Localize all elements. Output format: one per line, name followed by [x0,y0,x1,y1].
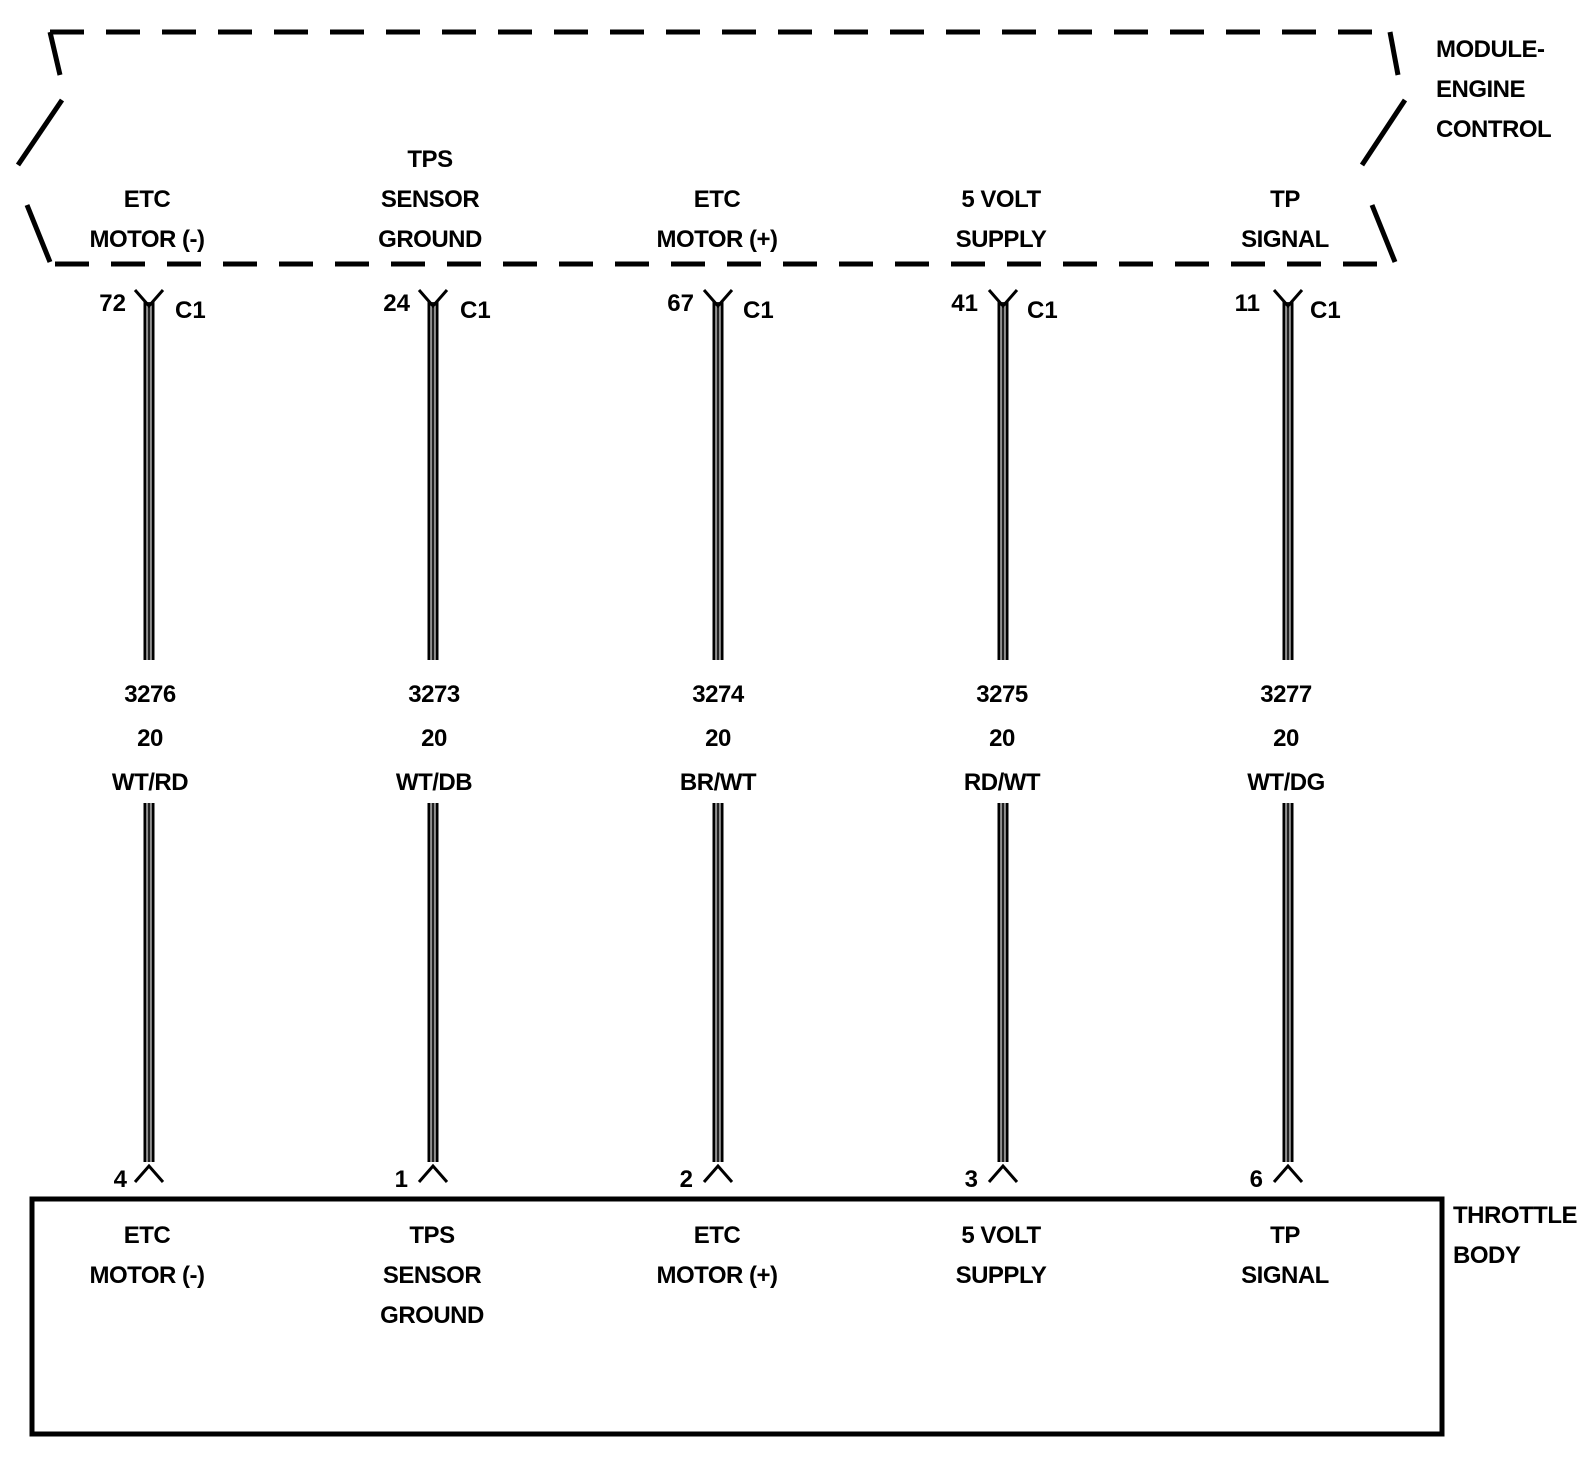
connector-id: C1 [743,297,774,324]
label-line: SIGNAL [1241,1262,1329,1289]
component-pin-label: ETC MOTOR (+) [656,1216,778,1296]
component-pin-number: 3 [964,1166,978,1193]
module-title-line: CONTROL [1436,116,1552,143]
module-pin-number: 41 [951,290,978,317]
module-title-line: ENGINE [1436,76,1526,103]
component-title-line: THROTTLE [1453,1202,1577,1229]
wire-color: WT/DB [395,769,473,796]
module-pin-label: ETC MOTOR (+) [656,180,778,260]
label-line: SENSOR [380,186,480,213]
label-line: MOTOR (+) [656,226,778,253]
module-pin-number: 11 [1234,290,1260,317]
circuit-number: 3275 [976,681,1028,708]
label-line: 5 VOLT [961,186,1041,213]
connector-id: C1 [1310,297,1341,324]
wire-spec: 3275 20 RD/WT [963,673,1041,805]
component-title: THROTTLE BODY [1453,1196,1577,1276]
module-title: MODULE- ENGINE CONTROL [1436,30,1552,150]
label-line: SUPPLY [955,1262,1047,1289]
label-line: MOTOR (+) [656,1262,778,1289]
wire-gauge: 20 [421,725,447,752]
connector-terminal-icon [987,289,1019,309]
wire-gauge: 20 [137,725,163,752]
component-pin-label: TPS SENSOR GROUND [380,1216,484,1336]
label-line: TP [1270,1222,1300,1249]
label-line: MOTOR (-) [89,1262,205,1289]
label-line: ETC [123,186,171,213]
label-line: ETC [693,1222,741,1249]
wire [133,289,165,1183]
label-line: TP [1270,186,1300,213]
connector-terminal-icon [1272,289,1304,309]
module-pin-number: 67 [667,290,694,317]
module-pin-label: TP SIGNAL [1241,180,1329,260]
connector-terminal-icon [702,1163,734,1183]
connector-terminal-icon [987,1163,1019,1183]
label-line: GROUND [380,1302,484,1329]
wire-color: RD/WT [963,769,1041,796]
connector-terminal-icon [133,289,165,309]
throttle-body-box [29,1196,1445,1437]
wire-gauge: 20 [705,725,731,752]
component-pin-label: 5 VOLT SUPPLY [956,1216,1047,1296]
module-outline [15,29,1408,267]
wire-spec: 3277 20 WT/DG [1247,673,1325,805]
module-pin-label: ETC MOTOR (-) [89,180,205,260]
wire-spec: 3276 20 WT/RD [111,673,189,805]
component-pin-label: TP SIGNAL [1241,1216,1329,1296]
connector-id: C1 [175,297,206,324]
connector-terminal-icon [417,1163,449,1183]
label-line: SENSOR [382,1262,482,1289]
circuit-number: 3277 [1260,681,1312,708]
wire [987,289,1019,1183]
wire [417,289,449,1183]
wire-gauge: 20 [1273,725,1299,752]
label-line: TPS [407,146,453,173]
component-pin-number: 2 [679,1166,693,1193]
module-pin-number: 72 [99,290,126,317]
component-pin-label: ETC MOTOR (-) [89,1216,205,1296]
wire [702,289,734,1183]
component-pin-number: 6 [1249,1166,1263,1193]
label-line: TPS [409,1222,455,1249]
connector-terminal-icon [702,289,734,309]
label-line: ETC [693,186,741,213]
component-pin-number: 1 [394,1166,408,1193]
label-line: 5 VOLT [961,1222,1041,1249]
wire-color: WT/RD [111,769,189,796]
label-line: GROUND [378,226,482,253]
label-line: MOTOR (-) [89,226,205,253]
circuit-number: 3276 [124,681,176,708]
circuit-number: 3274 [692,681,744,708]
component-title-line: BODY [1453,1242,1521,1269]
component-pin-number: 4 [113,1166,127,1193]
connector-terminal-icon [417,289,449,309]
circuit-number: 3273 [408,681,460,708]
wire-color: BR/WT [679,769,757,796]
wire-spec: 3273 20 WT/DB [395,673,473,805]
module-pin-label: TPS SENSOR GROUND [378,140,482,260]
label-line: SIGNAL [1241,226,1329,253]
label-line: SUPPLY [955,226,1047,253]
module-pin-number: 24 [383,290,410,317]
wire [1272,289,1304,1183]
wire-color: WT/DG [1247,769,1325,796]
connector-id: C1 [1027,297,1058,324]
connector-id: C1 [460,297,491,324]
label-line: ETC [123,1222,171,1249]
wire-spec: 3274 20 BR/WT [679,673,757,805]
module-title-line: MODULE- [1436,36,1545,63]
connector-terminal-icon [133,1163,165,1183]
wire-gauge: 20 [989,725,1015,752]
connector-terminal-icon [1272,1163,1304,1183]
module-pin-label: 5 VOLT SUPPLY [956,180,1047,260]
